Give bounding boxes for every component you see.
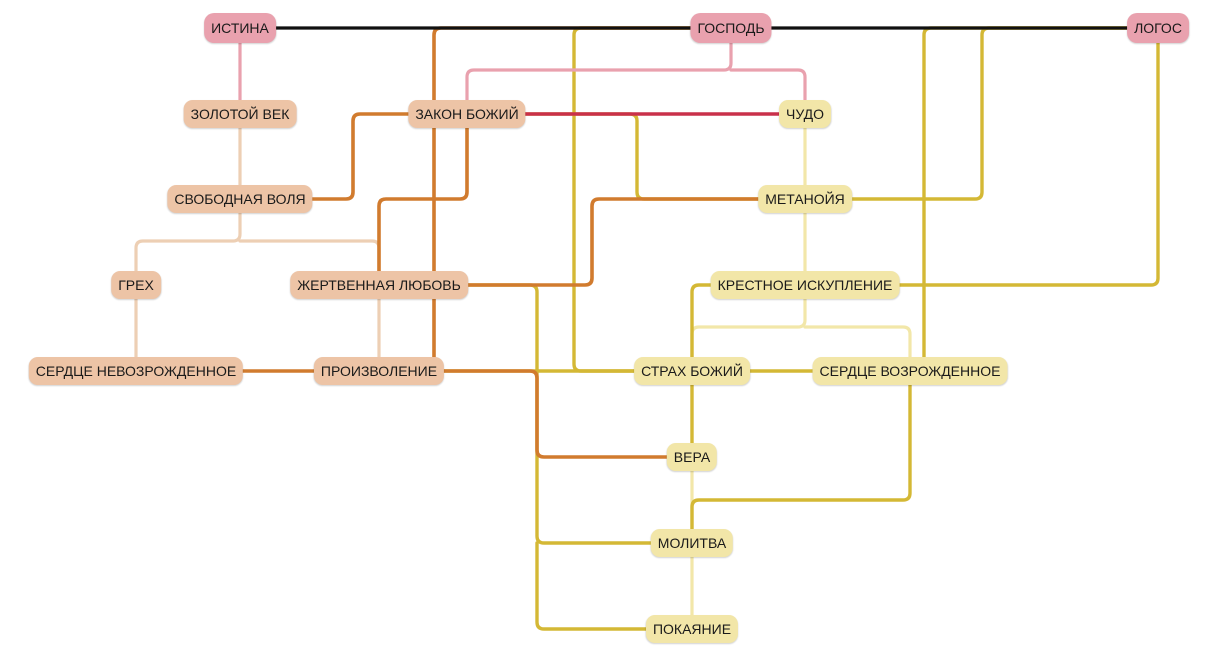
node-istina[interactable]: ИСТИНА bbox=[204, 13, 276, 43]
edge-zakon-bozhiy-to-zhertvennaya-lyubov bbox=[377, 112, 469, 287]
edge-svobodnaya-volya-to-proizvolenie bbox=[238, 239, 381, 373]
node-pokayanie[interactable]: ПОКАЯНИЕ bbox=[645, 615, 739, 643]
edge-svobodnaya-volya-to-zakon-bozhiy bbox=[238, 112, 469, 201]
node-serdtse-nevozrozhdennoe[interactable]: СЕРДЦЕ НЕВОЗРОЖДЕННОЕ bbox=[28, 357, 244, 385]
node-strah-bozhiy[interactable]: СТРАХ БОЖИЙ bbox=[634, 357, 750, 385]
node-serdtse-vozrozhdennoe[interactable]: СЕРДЦЕ ВОЗРОЖДЕННОЕ bbox=[812, 357, 1008, 385]
node-zakon-bozhiy[interactable]: ЗАКОН БОЖИЙ bbox=[408, 100, 526, 128]
edge-gospod-to-zakon-bozhiy bbox=[465, 26, 733, 116]
node-zhertvennaya-lyubov[interactable]: ЖЕРТВЕННАЯ ЛЮБОВЬ bbox=[290, 271, 468, 299]
node-metanoyya[interactable]: МЕТАНОЙЯ bbox=[758, 185, 852, 213]
node-krestnoe-iskuplenie[interactable]: КРЕСТНОЕ ИСКУПЛЕНИЕ bbox=[710, 271, 900, 299]
node-proizvolenie[interactable]: ПРОИЗВОЛЕНИЕ bbox=[313, 357, 445, 385]
node-logos[interactable]: ЛОГОС bbox=[1127, 13, 1189, 43]
node-chudo[interactable]: ЧУДО bbox=[779, 100, 831, 128]
edge-svobodnaya-volya-to-greh bbox=[134, 197, 242, 287]
node-svobodnaya-volya[interactable]: СВОБОДНАЯ ВОЛЯ bbox=[167, 185, 313, 213]
edge-metanoyya-to-logos bbox=[803, 26, 1160, 201]
node-gospod[interactable]: ГОСПОДЬ bbox=[690, 13, 772, 43]
edge-zhertvennaya-lyubov-to-pokayanie bbox=[535, 541, 694, 631]
edge-gospod-to-chudo bbox=[729, 68, 807, 116]
edge-zhertvennaya-lyubov-to-metanoyya bbox=[377, 197, 807, 287]
edge-serdtse-vozrozhdennoe-to-molitva bbox=[690, 369, 912, 545]
node-vera[interactable]: ВЕРА bbox=[666, 443, 718, 471]
edge-proizvolenie-to-vera bbox=[377, 369, 694, 459]
node-zolotoy-vek[interactable]: ЗОЛОТОЙ ВЕК bbox=[183, 100, 297, 128]
edge-krestnoe-iskuplenie-to-vera bbox=[690, 283, 807, 459]
node-greh[interactable]: ГРЕХ bbox=[111, 271, 161, 299]
edge-krestnoe-iskuplenie-to-logos bbox=[803, 26, 1160, 287]
node-molitva[interactable]: МОЛИТВА bbox=[650, 529, 734, 557]
edge-krestnoe-iskuplenie-to-serdtse-vozrozhdennoe bbox=[803, 325, 912, 373]
